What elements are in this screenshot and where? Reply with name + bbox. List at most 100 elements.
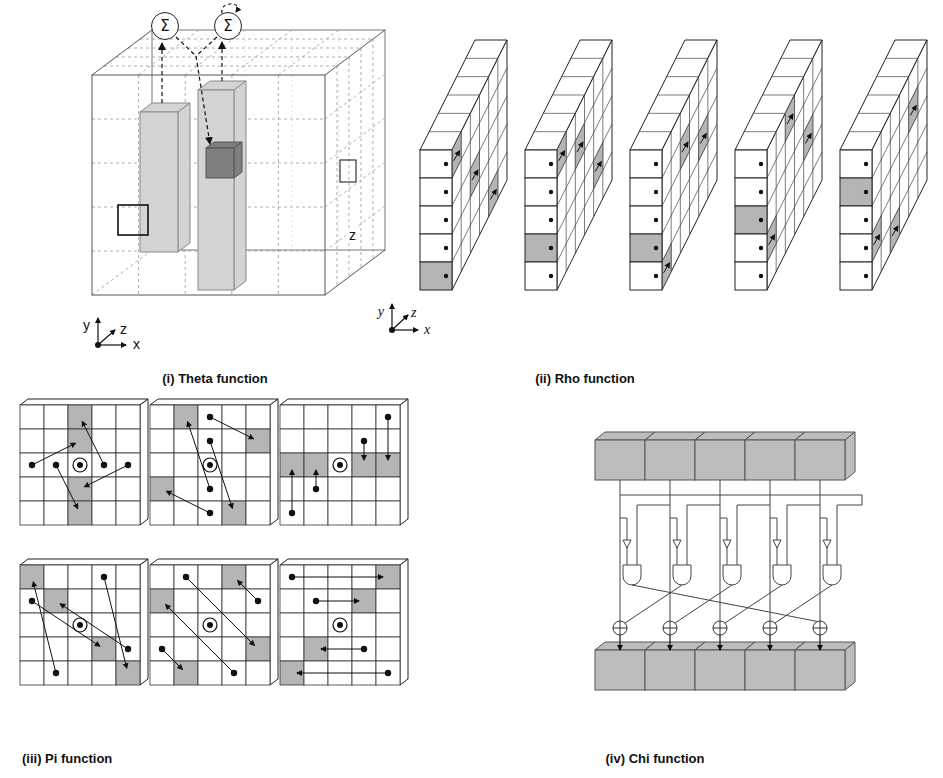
panel-caption: (i) Theta function	[162, 372, 267, 386]
slice-front-cell	[420, 234, 452, 262]
lane-dot	[549, 190, 553, 194]
lane-cell	[116, 405, 140, 429]
grid-line	[232, 30, 292, 75]
column-shaded	[178, 103, 190, 252]
lane-cell	[20, 429, 44, 453]
lane-cell	[174, 405, 198, 429]
slice-row	[662, 96, 717, 206]
grid-line	[140, 39, 373, 40]
cube-edge	[325, 30, 385, 75]
slice-bit	[662, 244, 671, 290]
shift-arrow	[874, 235, 880, 245]
move-arrow	[316, 601, 359, 602]
bit-outline	[118, 205, 148, 235]
slice-lane	[877, 76, 909, 77]
lane-cell	[44, 477, 68, 501]
slice-row	[557, 68, 612, 178]
axis-label: y	[378, 304, 384, 319]
axis-label: z	[120, 322, 127, 337]
lane-dot	[549, 162, 553, 166]
grid-line	[104, 66, 337, 67]
slice-lane	[575, 113, 576, 253]
center-lane	[73, 458, 87, 472]
row-cube	[845, 642, 855, 690]
slice-row	[557, 152, 612, 262]
pi-grid	[150, 399, 278, 525]
lane-dot	[654, 218, 658, 222]
center-lane	[207, 462, 213, 468]
lane-cell	[150, 501, 174, 525]
lane-cell	[328, 477, 352, 501]
lane-cell	[352, 405, 376, 429]
move-arrow	[33, 582, 56, 673]
lane-cell	[222, 405, 246, 429]
slice-front-cell	[420, 178, 452, 206]
lane-cell	[20, 661, 44, 685]
lane-cell	[20, 477, 44, 501]
slice-bit	[575, 123, 584, 169]
grid-side	[270, 559, 278, 685]
slice-lane	[881, 132, 882, 272]
lane-cell	[304, 613, 328, 637]
sum-arrow	[221, 42, 222, 81]
center-lane	[77, 462, 83, 468]
row-cube	[695, 440, 745, 480]
shift-arrow	[682, 142, 688, 152]
sum-symbol: Σ	[223, 19, 232, 34]
lane-cell	[304, 429, 328, 453]
lane-cell	[328, 453, 352, 477]
row-cube	[695, 650, 745, 690]
sum-line	[196, 37, 217, 56]
shift-arrow	[472, 170, 478, 180]
grid-line	[338, 30, 339, 250]
lane-cell	[20, 501, 44, 525]
row-cube	[595, 440, 645, 480]
lane-cell	[246, 501, 270, 525]
wire	[620, 480, 621, 621]
slice-lane	[781, 58, 813, 59]
lane-cell	[246, 565, 270, 589]
slice-front-cell	[735, 262, 767, 290]
slice-row	[557, 124, 612, 234]
move-arrow	[32, 601, 100, 646]
lane-cell	[352, 501, 376, 525]
slice-side	[662, 40, 717, 290]
lane-cell	[150, 613, 174, 637]
grid-side	[400, 399, 408, 525]
slice-bit	[890, 207, 899, 253]
slice-lane	[917, 58, 918, 198]
lane-cell	[44, 501, 68, 525]
slice-row	[452, 152, 507, 262]
lane-cell	[68, 637, 92, 661]
lane-cell	[280, 637, 304, 661]
row-cube	[645, 650, 695, 690]
shift-arrow	[490, 190, 496, 200]
lane-cell	[44, 405, 68, 429]
grid-line	[325, 74, 385, 119]
wire	[720, 518, 727, 519]
slice-lane	[438, 113, 470, 114]
slice-lane	[448, 95, 480, 96]
rho-slice	[420, 40, 507, 290]
slice-lane	[744, 131, 776, 132]
lane-cell	[150, 565, 174, 589]
grid-line	[278, 30, 338, 75]
shift-arrow	[664, 263, 670, 273]
slice-lane	[658, 95, 690, 96]
axis-arrow	[97, 318, 98, 345]
sum-line	[176, 37, 196, 56]
wire	[820, 518, 827, 519]
lane-cell	[376, 501, 400, 525]
lane-cell	[174, 453, 198, 477]
slice-bit	[470, 151, 479, 197]
lane-cell	[150, 661, 174, 685]
wire	[619, 635, 620, 650]
move-arrow	[238, 581, 258, 601]
center-lane	[77, 622, 83, 628]
lane-cell	[68, 565, 92, 589]
move-arrow	[388, 417, 389, 460]
grid-line	[373, 39, 374, 259]
slice-side	[557, 40, 612, 290]
wire	[787, 505, 820, 506]
